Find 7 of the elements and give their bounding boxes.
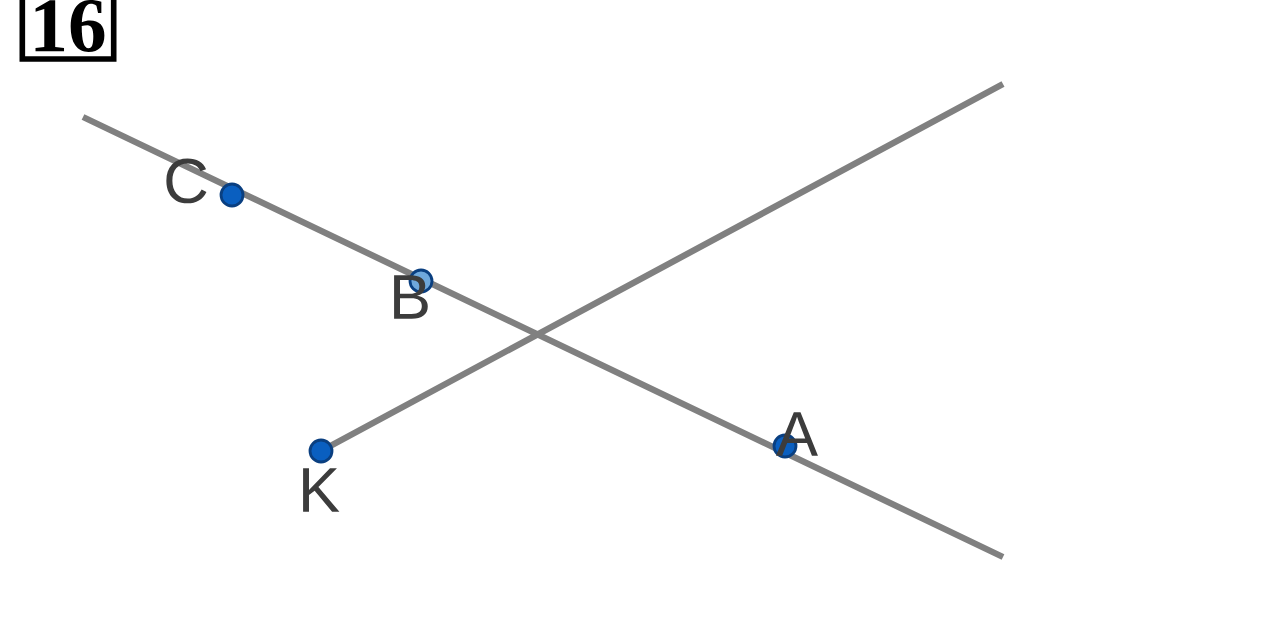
- point-label: A: [776, 412, 818, 456]
- point-dot: [308, 438, 334, 464]
- point-label: K: [303, 468, 340, 512]
- number-box: 16: [19, 0, 117, 62]
- point-label: B: [394, 275, 428, 319]
- point-label: C: [166, 158, 207, 204]
- point-dot: [219, 182, 245, 208]
